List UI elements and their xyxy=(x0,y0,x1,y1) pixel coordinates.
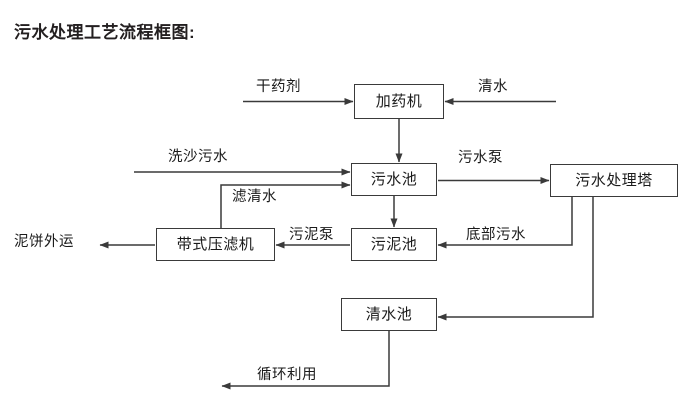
edge-clear-pool-to-recycle xyxy=(221,331,390,390)
node-belt-filter-press[interactable]: 带式压滤机 xyxy=(156,228,275,261)
node-label: 加药机 xyxy=(375,93,423,110)
edge-label-bottom-sewage: 底部污水 xyxy=(466,227,526,243)
node-label: 污泥池 xyxy=(370,236,418,253)
node-label: 清水池 xyxy=(365,306,413,323)
edge-label-sludge-pump: 污泥泵 xyxy=(289,227,334,243)
node-clear-water-pool[interactable]: 清水池 xyxy=(341,298,437,331)
edge-tower-to-clear-pool xyxy=(437,197,594,321)
node-label: 带式压滤机 xyxy=(176,236,255,253)
edge-label-recycle-use: 循环利用 xyxy=(257,367,317,383)
node-sewage-pool[interactable]: 污水池 xyxy=(351,163,437,196)
edge-label-clean-water: 清水 xyxy=(478,79,508,95)
page-title: 污水处理工艺流程框图: xyxy=(14,23,196,42)
edge-bottom-sewage-to-sludge-pool xyxy=(437,197,573,249)
edge-filtrate-to-sewage-pool xyxy=(220,181,351,228)
edge-label-sewage-pump: 污水泵 xyxy=(458,150,503,166)
node-sewage-treatment-tower[interactable]: 污水处理塔 xyxy=(550,164,678,197)
terminal-label-mud-cake-out: 泥饼外运 xyxy=(14,234,74,250)
node-sludge-pool[interactable]: 污泥池 xyxy=(351,228,437,261)
edge-label-dry-reagent: 干药剂 xyxy=(256,79,301,95)
node-label: 污水池 xyxy=(370,171,418,188)
node-dosing-machine[interactable]: 加药机 xyxy=(354,84,444,119)
node-label: 污水处理塔 xyxy=(575,172,653,189)
edge-label-sand-wash-sewage: 洗沙污水 xyxy=(168,149,228,165)
edge-label-filtrate: 滤清水 xyxy=(232,189,277,205)
